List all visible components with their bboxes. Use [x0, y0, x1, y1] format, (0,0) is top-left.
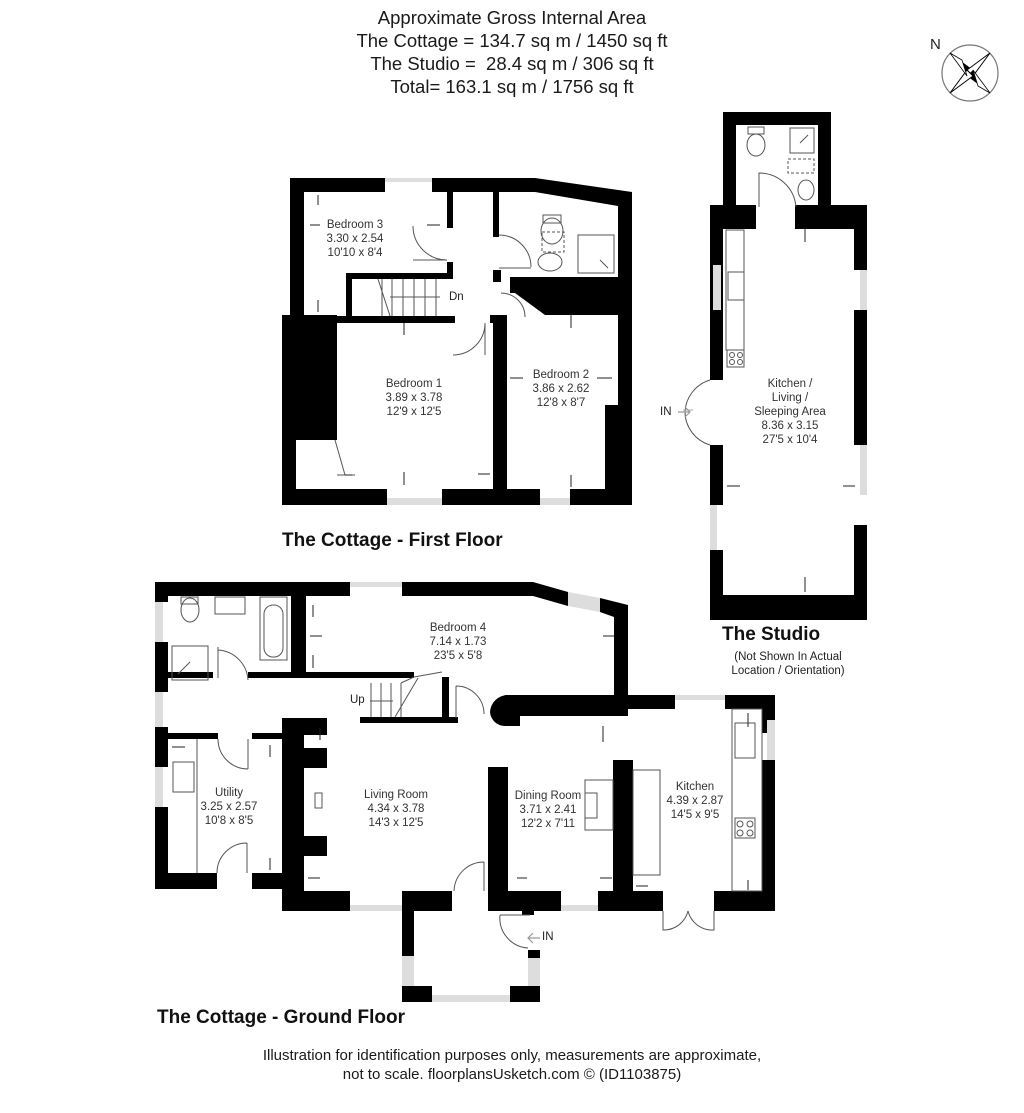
- stairs-up-label: Up: [350, 694, 365, 706]
- room-size-metric: 3.86 x 2.62: [532, 383, 590, 395]
- room-size-imperial: 10'8 x 8'5: [204, 815, 254, 827]
- room-name: Living /: [771, 392, 809, 404]
- studio-dimension-arrows: [727, 229, 855, 592]
- room-size-imperial: 12'9 x 12'5: [386, 406, 442, 418]
- studio-details: [683, 126, 815, 446]
- area-summary: Approximate Gross Internal Area The Cott…: [0, 6, 1024, 98]
- area-summary-title: Approximate Gross Internal Area: [377, 7, 647, 28]
- area-studio: The Studio = 28.4 sq m / 306 sq ft: [370, 53, 654, 74]
- studio-note-line: Location / Orientation): [731, 665, 845, 677]
- area-total: Total= 163.1 sq m / 1756 sq ft: [390, 76, 634, 97]
- room-size-imperial: 27'5 x 10'4: [762, 434, 818, 446]
- studio-title: The Studio: [722, 624, 821, 645]
- first-floor-plan: [282, 178, 632, 505]
- room-bedroom-1: Bedroom 1 3.89 x 3.78 12'9 x 12'5: [364, 377, 464, 419]
- room-size-metric: 4.39 x 2.87: [666, 795, 724, 807]
- ground-floor-plan: [155, 582, 775, 1002]
- room-size-imperial: 14'3 x 12'5: [368, 817, 424, 829]
- room-name: Sleeping Area: [754, 406, 826, 418]
- ground-floor-details: [171, 596, 763, 949]
- ground-entrance-label: IN: [542, 931, 554, 943]
- disclaimer-line-1: Illustration for identification purposes…: [262, 1047, 762, 1064]
- room-size-imperial: 12'2 x 7'11: [520, 818, 576, 830]
- room-name: Bedroom 3: [326, 219, 384, 231]
- room-size-metric: 8.36 x 3.15: [761, 420, 819, 432]
- room-name: Bedroom 2: [532, 369, 590, 381]
- entrance-arrow-icons: [527, 406, 691, 944]
- room-size-metric: 3.30 x 2.54: [326, 233, 384, 245]
- stairs-down-label: Dn: [449, 291, 464, 303]
- room-size-imperial: 23'5 x 5'8: [433, 650, 483, 662]
- compass-north-label: N: [930, 36, 941, 53]
- room-size-metric: 4.34 x 3.78: [367, 803, 425, 815]
- compass-rose-icon: [941, 44, 999, 102]
- room-size-imperial: 12'8 x 8'7: [536, 397, 586, 409]
- first-floor-dimension-arrows: [310, 195, 612, 487]
- room-name: Utility: [214, 787, 244, 799]
- room-size-metric: 3.89 x 3.78: [385, 392, 443, 404]
- first-floor-details: [334, 214, 615, 476]
- first-floor-title: The Cottage - First Floor: [282, 530, 503, 551]
- room-name: Kitchen /: [767, 378, 813, 390]
- room-name: Bedroom 1: [385, 378, 443, 390]
- ground-floor-title: The Cottage - Ground Floor: [157, 1007, 406, 1028]
- room-dining-room: Dining Room 3.71 x 2.41 12'2 x 7'11: [508, 789, 588, 831]
- room-living-room: Living Room 4.34 x 3.78 14'3 x 12'5: [346, 788, 446, 830]
- room-bedroom-3: Bedroom 3 3.30 x 2.54 10'10 x 8'4: [305, 218, 405, 260]
- studio-plan: [710, 112, 867, 620]
- room-kitchen: Kitchen 4.39 x 2.87 14'5 x 9'5: [655, 780, 735, 822]
- ground-floor-dimension-arrows: [172, 605, 749, 890]
- room-studio-kitchen-living-sleeping: Kitchen / Living / Sleeping Area 8.36 x …: [740, 377, 840, 447]
- room-size-metric: 3.71 x 2.41: [519, 804, 577, 816]
- room-name: Dining Room: [514, 790, 582, 802]
- room-utility: Utility 3.25 x 2.57 10'8 x 8'5: [184, 786, 274, 828]
- studio-note: (Not Shown In Actual Location / Orientat…: [718, 650, 858, 678]
- room-name: Kitchen: [675, 781, 715, 793]
- room-bedroom-2: Bedroom 2 3.86 x 2.62 12'8 x 8'7: [511, 368, 611, 410]
- room-size-imperial: 14'5 x 9'5: [670, 809, 720, 821]
- disclaimer-line-2: not to scale. floorplansUsketch.com © (I…: [342, 1066, 682, 1083]
- room-size-metric: 3.25 x 2.57: [200, 801, 258, 813]
- area-cottage: The Cottage = 134.7 sq m / 1450 sq ft: [356, 30, 668, 51]
- room-size-imperial: 10'10 x 8'4: [327, 247, 383, 259]
- disclaimer: Illustration for identification purposes…: [0, 1046, 1024, 1084]
- studio-note-line: (Not Shown In Actual: [734, 651, 842, 663]
- room-name: Living Room: [364, 789, 428, 801]
- studio-entrance-label: IN: [660, 406, 672, 418]
- room-size-metric: 7.14 x 1.73: [429, 636, 487, 648]
- room-name: Bedroom 4: [429, 622, 487, 634]
- room-bedroom-4: Bedroom 4 7.14 x 1.73 23'5 x 5'8: [408, 621, 508, 663]
